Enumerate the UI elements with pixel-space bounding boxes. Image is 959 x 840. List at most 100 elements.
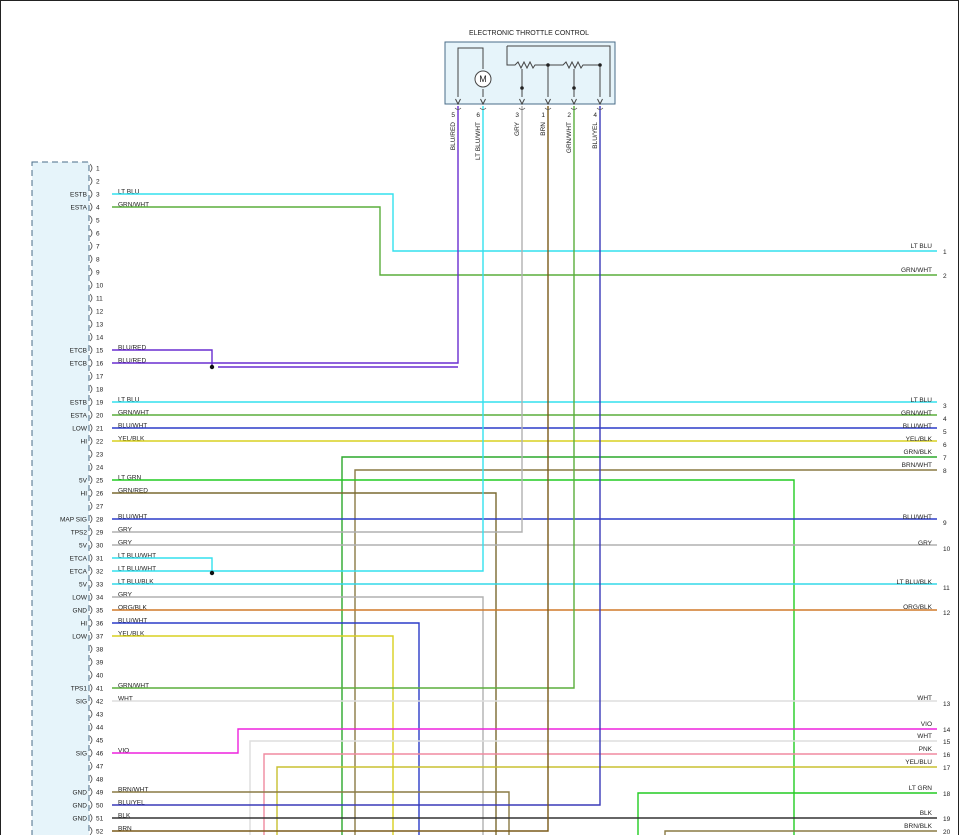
ecm-signal-label: ESTA [71, 205, 88, 212]
ecm-pin-number: 50 [96, 803, 104, 810]
motor-letter: M [479, 74, 487, 84]
ecm-pin-number: 32 [96, 569, 104, 576]
ecm-pin-number: 42 [96, 699, 104, 706]
pin-bracket [89, 189, 93, 199]
ecm-signal-label: LOW [72, 595, 88, 602]
ecm-pin-number: 24 [96, 465, 104, 472]
ecm-pin-number: 5 [96, 218, 100, 225]
connector-pin-number: 16 [943, 752, 951, 759]
pin-bracket [479, 107, 487, 110]
wire-harness [112, 106, 937, 840]
ecm-pin-number: 17 [96, 374, 104, 381]
connector-pin-number: 17 [943, 765, 951, 772]
wire [112, 106, 575, 689]
wire [263, 753, 937, 840]
pin-bracket [89, 696, 93, 706]
pin-bracket [596, 107, 604, 110]
ecm-pin-number: 37 [96, 634, 104, 641]
connector-wire-label: LT BLU [911, 243, 933, 250]
pin-bracket [89, 813, 93, 823]
ecm-wire-label: LT BLU/WHT [118, 553, 156, 560]
ecm-wire-label: BLU/RED [118, 345, 146, 352]
pin-bracket [89, 397, 93, 407]
ecm-wire-label: GRN/WHT [118, 202, 149, 209]
component-pin-number: 2 [567, 112, 571, 119]
pin-bracket [89, 410, 93, 420]
ecm-module [31, 161, 90, 840]
connector-wire-label: ORG/BLK [903, 604, 933, 611]
ecm-wire-label: ORG/BLK [118, 605, 148, 612]
ecm-pin-number: 1 [96, 166, 100, 173]
ecm-signal-label: 5V [79, 543, 88, 550]
pin-arrow [455, 98, 461, 106]
component-wire-label: BLU/RED [450, 122, 457, 150]
ecm-pin-number: 23 [96, 452, 104, 459]
connector-wire-label: LT BLU/BLK [896, 579, 932, 586]
pin-bracket [89, 384, 93, 394]
connector-pin-number: 9 [943, 520, 947, 527]
ecm-pin-number: 33 [96, 582, 104, 589]
component-pin-number: 4 [593, 112, 597, 119]
component-wire-label: BLU/YEL [592, 122, 599, 149]
pin-bracket [89, 449, 93, 459]
component-pin-number: 1 [541, 112, 545, 119]
ecm-pin-number: 49 [96, 790, 104, 797]
ecm-signal-label: 5V [79, 582, 88, 589]
pin-bracket [89, 618, 93, 628]
pin-bracket [89, 553, 93, 563]
wire [637, 792, 937, 840]
ecm-wire-label: BLU/RED [118, 358, 146, 365]
pin-bracket [89, 592, 93, 602]
connector-wire-label: WHT [917, 733, 932, 740]
wire [112, 349, 213, 367]
pin-bracket [89, 787, 93, 797]
ecm-wire-label: GRN/RED [118, 488, 148, 495]
connector-pin-number: 7 [943, 455, 947, 462]
component-title: ELECTRONIC THROTTLE CONTROL [469, 30, 589, 37]
ecm-pin-number: 28 [96, 517, 104, 524]
pin-bracket [89, 371, 93, 381]
component-wire-label: GRY [514, 121, 521, 136]
ecm-signal-label: GND [73, 816, 88, 823]
connector-wire-label: BRN/BLK [904, 823, 932, 830]
ecm-signal-label: ETCA [70, 569, 88, 576]
pin-arrow [519, 98, 525, 106]
ecm-pin-number: 48 [96, 777, 104, 784]
pin-bracket [89, 345, 93, 355]
ecm-wire-label: BLK [118, 813, 131, 820]
ecm-pin-number: 6 [96, 231, 100, 238]
connector-pin-number: 8 [943, 468, 947, 475]
ecm-pin-number: 30 [96, 543, 104, 550]
ecm-signal-label: GND [73, 790, 88, 797]
pin-bracket [89, 644, 93, 654]
pin-bracket [89, 163, 93, 173]
wire [112, 492, 497, 840]
ecm-signal-label: GND [73, 803, 88, 810]
ecm-pin-number: 51 [96, 816, 104, 823]
pin-bracket [89, 722, 93, 732]
pin-bracket [89, 579, 93, 589]
ecm-wire-label: LT BLU/WHT [118, 566, 156, 573]
ecm-pin-number: 21 [96, 426, 104, 433]
ecm-signal-label: 5V [79, 478, 88, 485]
ecm-pin-number: 39 [96, 660, 104, 667]
connector-wire-label: VIO [921, 721, 932, 728]
ecm-pin-number: 14 [96, 335, 104, 342]
ecm-pin-number: 46 [96, 751, 104, 758]
ecm-signal-label: ETCB [70, 348, 87, 355]
pin-bracket [89, 566, 93, 576]
ecm-pin-number: 13 [96, 322, 104, 329]
connector-wire-label: GRY [918, 540, 933, 547]
ecm-pin-number: 52 [96, 829, 104, 836]
pin-bracket [544, 107, 552, 110]
ecm-pin-number: 9 [96, 270, 100, 277]
ecm-pin-number: 11 [96, 296, 103, 303]
ecm-wire-label: LT BLU [118, 189, 140, 196]
wire [112, 479, 795, 840]
ecm-pin-number: 22 [96, 439, 104, 446]
pin-bracket [454, 107, 462, 110]
ecm-pin-number: 10 [96, 283, 104, 290]
connector-pin-number: 12 [943, 610, 951, 617]
